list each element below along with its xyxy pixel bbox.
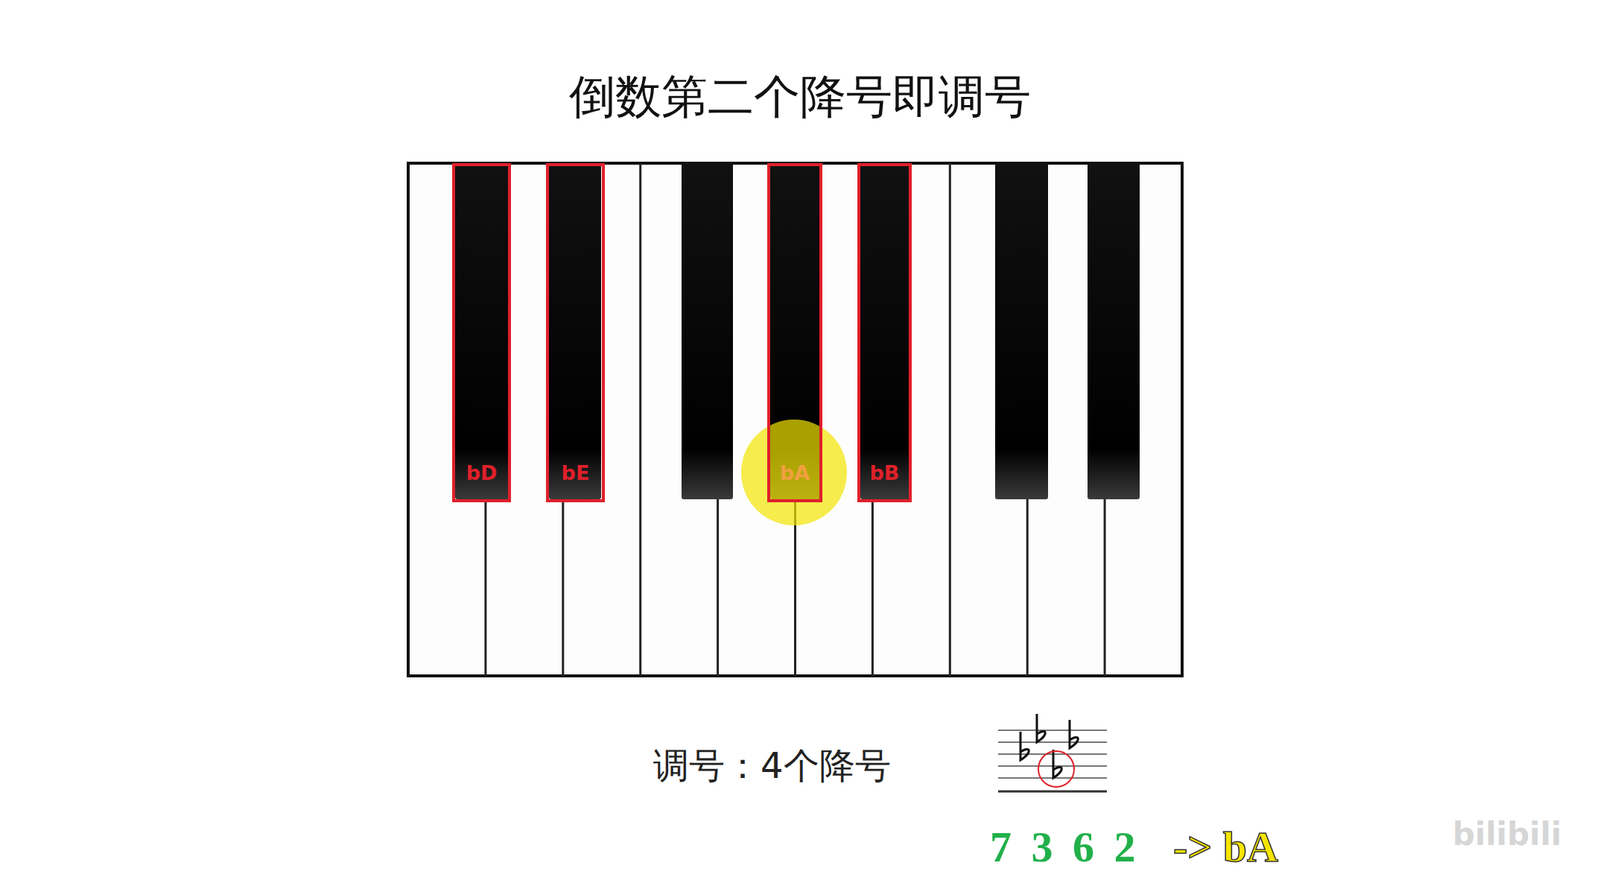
black-key [995,163,1049,500]
black-key-label-box: bE [545,163,605,503]
black-key-label-box: bD [452,163,511,503]
note-name: bD [466,461,498,485]
flat-symbol [1069,719,1078,748]
white-key-edge [639,163,642,676]
staff-line [998,741,1107,743]
white-key-edge [948,163,952,676]
staff-line [998,790,1107,793]
title: 倒数第二个降号即调号 [0,65,1600,129]
note-name: bB [870,461,900,485]
solfege-digits: 7 3 6 2 [989,821,1141,872]
black-key [548,163,602,500]
key-signature-staff [998,713,1107,792]
flat-symbol [1020,731,1029,760]
staff-line [998,729,1107,731]
black-key [681,163,733,500]
keyboard-frame [408,163,1183,676]
black-key [1087,163,1140,500]
flat-symbol [1036,713,1046,742]
black-key-label-box: bA [767,163,823,503]
black-key-label-box: bB [857,163,912,503]
white-keys [408,163,1183,676]
note-name: bA [779,461,810,485]
result-key: -> bA [1173,821,1279,872]
key-signature-note: 调号：4个降号 [653,741,891,790]
black-key [860,163,911,500]
note-name: bE [561,461,590,485]
black-key [455,163,511,500]
flat-symbol [1053,749,1062,778]
highlight-circle [741,419,847,526]
flat-circle [1038,750,1075,787]
watermark: bilibili [1452,815,1563,853]
